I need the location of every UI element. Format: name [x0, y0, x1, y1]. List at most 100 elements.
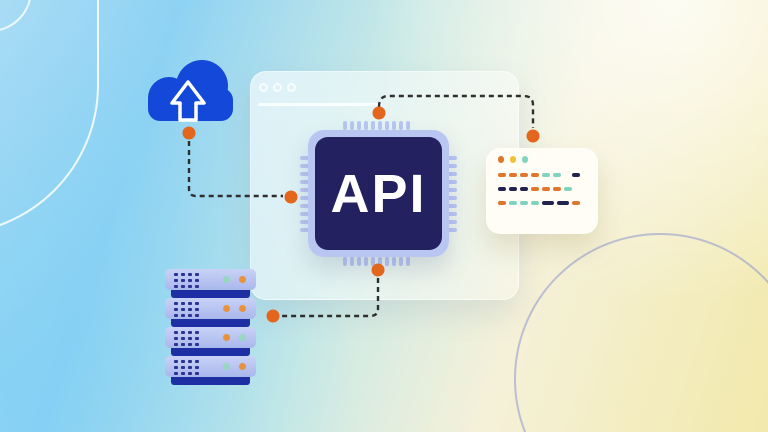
code-token [520, 173, 528, 177]
server-vent [181, 360, 185, 363]
chip-pin [350, 121, 354, 130]
code-token [520, 187, 528, 191]
server-vent [181, 302, 185, 305]
traffic-light-orange-icon [498, 156, 504, 163]
chip-pins-left [300, 156, 309, 232]
chip-pin [343, 257, 347, 266]
chip-pin [300, 180, 309, 184]
chip-pin [300, 212, 309, 216]
server-vent [174, 314, 178, 317]
server-vent [174, 285, 178, 288]
code-card [486, 148, 598, 234]
decorative-corner-curve [0, 0, 99, 235]
server-vent-grid [174, 360, 199, 375]
server-vent [174, 331, 178, 334]
server-vent [188, 302, 192, 305]
server-status-light-orange [223, 305, 230, 312]
upload-arrow-icon [170, 80, 206, 122]
code-token [509, 201, 517, 205]
server-vent [174, 273, 178, 276]
code-token [564, 187, 572, 191]
code-token [509, 173, 517, 177]
code-token [531, 173, 539, 177]
chip-pin [448, 172, 457, 176]
server-vent [181, 285, 185, 288]
chip-pin [399, 121, 403, 130]
code-token [531, 187, 539, 191]
server-vent [181, 337, 185, 340]
chip-pin [364, 121, 368, 130]
server-unit [165, 298, 256, 319]
chip-pin [357, 121, 361, 130]
server-status-light-teal [223, 276, 230, 283]
code-token [520, 201, 528, 205]
code-token [509, 187, 517, 191]
chip-pin [300, 172, 309, 176]
server-vent [181, 279, 185, 282]
server-vent [195, 343, 199, 346]
chip-pin [371, 121, 375, 130]
server-vent [195, 308, 199, 311]
code-token [498, 201, 506, 205]
chip-pin [448, 196, 457, 200]
server-vent [195, 302, 199, 305]
traffic-light-teal-icon [522, 156, 528, 163]
api-chip-label: API [330, 163, 427, 224]
code-token [542, 201, 554, 205]
chip-pin [448, 156, 457, 160]
server-base-bar [171, 348, 250, 356]
server-status-light-teal [223, 363, 230, 370]
chip-pin [300, 196, 309, 200]
server-stack [165, 269, 256, 385]
chip-pin [300, 164, 309, 168]
server-vent [195, 372, 199, 375]
server-vent [195, 279, 199, 282]
chip-pin [448, 212, 457, 216]
code-line [498, 173, 586, 177]
code-token [572, 173, 580, 177]
api-chip-core: API [315, 137, 442, 250]
chip-pin [378, 121, 382, 130]
server-base-bar [171, 319, 250, 327]
chip-pin [406, 257, 410, 266]
connector-node [182, 126, 196, 140]
server-vent [181, 331, 185, 334]
server-status-light-teal [239, 334, 246, 341]
server-vent [174, 372, 178, 375]
code-token [542, 187, 550, 191]
server-vent [188, 337, 192, 340]
server-vent [195, 366, 199, 369]
server-vent [181, 366, 185, 369]
server-status-light-orange [239, 305, 246, 312]
server-vent [188, 279, 192, 282]
browser-dot-icon [259, 83, 268, 92]
server-vent-grid [174, 273, 199, 288]
browser-dot-icon [287, 83, 296, 92]
server-vent [174, 302, 178, 305]
server-vent [174, 360, 178, 363]
server-vent [181, 372, 185, 375]
chip-pin [448, 188, 457, 192]
chip-pin [448, 220, 457, 224]
server-vent [188, 308, 192, 311]
server-vent [188, 273, 192, 276]
code-line [498, 187, 586, 191]
code-card-traffic-lights [498, 156, 586, 163]
server-vent [195, 331, 199, 334]
server-vent [188, 314, 192, 317]
chip-pin [448, 180, 457, 184]
server-base-bar [171, 377, 250, 385]
chip-pin [406, 121, 410, 130]
code-token [542, 173, 550, 177]
chip-pin [385, 121, 389, 130]
code-line [498, 201, 586, 205]
chip-pin [300, 220, 309, 224]
connector-node [526, 129, 540, 143]
server-vent [195, 360, 199, 363]
browser-dot-icon [273, 83, 282, 92]
server-vent [174, 279, 178, 282]
chip-pin [300, 228, 309, 232]
chip-pin [300, 188, 309, 192]
chip-pin [357, 257, 361, 266]
